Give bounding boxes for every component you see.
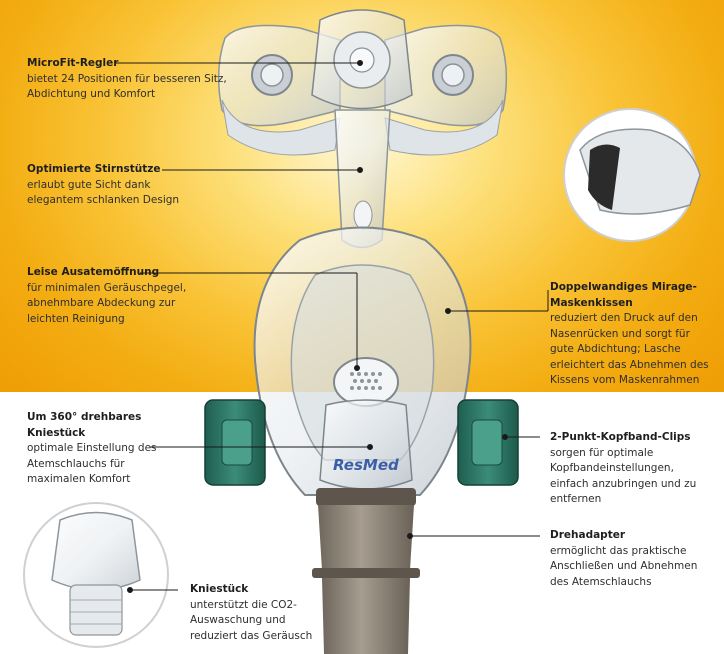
callout-desc: bietet 24 Positionen für besseren Sitz, …: [27, 72, 227, 101]
callout-title: Optimierte Stirnstütze: [27, 163, 161, 175]
headgear-clip-left: [204, 399, 266, 486]
callout-title: Drehadapter: [550, 529, 626, 541]
callout-ausatem: Leise Ausatemöffnung für minimalen Geräu…: [27, 265, 197, 327]
callout-doppelwandig: Doppelwandiges Mirage-Maskenkissen reduz…: [550, 280, 715, 389]
callout-title: Um 360° drehbares Kniestück: [27, 411, 142, 439]
callout-stirnstuetze: Optimierte Stirnstütze erlaubt gute Sich…: [27, 162, 202, 209]
callout-desc: unterstützt die CO2-Auswaschung und redu…: [190, 598, 313, 642]
headgear-clip-right: [457, 399, 519, 486]
elbow-detail-inset: [23, 502, 169, 648]
callout-title: Kniestück: [190, 583, 249, 595]
microfit-dial: [311, 9, 413, 110]
callout-microfit: MicroFit-Regler bietet 24 Positionen für…: [27, 56, 227, 103]
callout-desc: optimale Einstellung des Atemschlauchs f…: [27, 442, 157, 485]
callout-title: Doppelwandiges Mirage-Maskenkissen: [550, 281, 697, 309]
cushion-detail-inset: [563, 108, 701, 242]
callout-kopfband: 2-Punkt-Kopfband-Clips sorgen für optima…: [550, 430, 715, 508]
resmed-logo: ResMed: [333, 456, 399, 474]
callout-kniestueck: Kniestück unterstützt die CO2-Auswaschun…: [190, 582, 320, 644]
callout-desc: ermöglicht das praktische Anschließen un…: [550, 544, 698, 588]
elbow: [319, 399, 413, 490]
callout-kniestueck-360: Um 360° drehbares Kniestück optimale Ein…: [27, 410, 177, 488]
swivel-adapter: [312, 488, 420, 654]
callout-title: Leise Ausatemöffnung: [27, 266, 160, 278]
callout-title: MicroFit-Regler: [27, 57, 119, 69]
callout-desc: für minimalen Geräuschpegel, abnehmbare …: [27, 281, 187, 325]
leader-lines: [116, 60, 549, 593]
callout-drehadapter: Drehadapter ermöglicht das praktische An…: [550, 528, 710, 590]
callout-title: 2-Punkt-Kopfband-Clips: [550, 431, 691, 443]
callout-desc: erlaubt gute Sicht dank elegantem schlan…: [27, 178, 180, 207]
callout-desc: sorgen für optimale Kopfbandeinstellunge…: [550, 446, 697, 506]
forehead-support: [217, 24, 508, 156]
callout-desc: reduziert den Druck auf den Nasenrücken …: [550, 312, 709, 386]
exhalation-vent: [333, 357, 399, 407]
